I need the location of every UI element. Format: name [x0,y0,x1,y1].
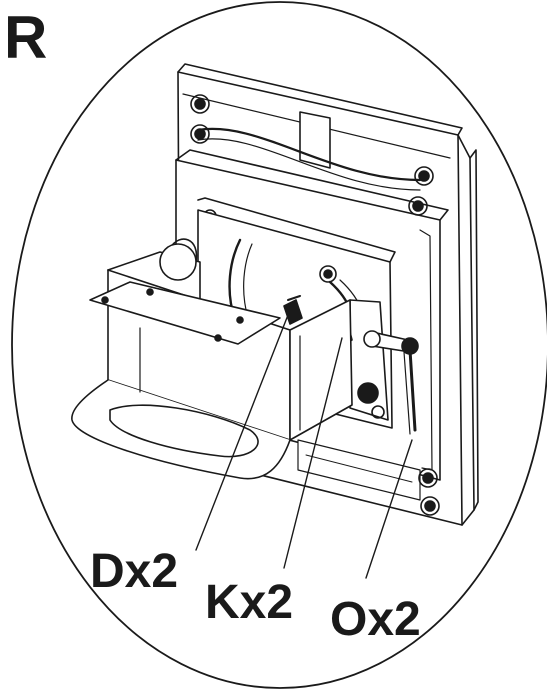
leader-o [365,439,413,579]
step-label: R [4,4,47,71]
callout-d: Dx2 [90,545,178,598]
plate-screws [190,94,440,516]
locking-knob [363,330,419,435]
leader-k [283,337,343,569]
callout-k: Kx2 [205,576,293,629]
callout-o: Ox2 [330,593,421,646]
leader-lines [195,314,413,579]
leader-d [195,314,289,551]
arm-box [71,238,353,480]
detail-oval [11,1,547,689]
